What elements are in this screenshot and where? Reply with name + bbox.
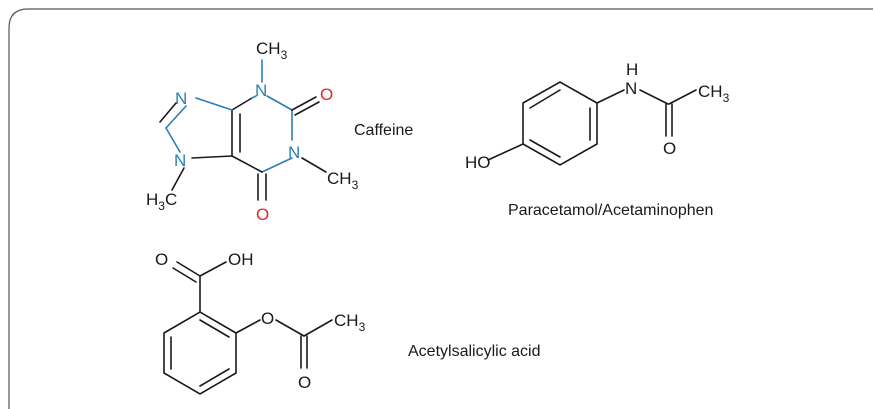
caffeine-n7: N <box>174 151 186 170</box>
aspirin-label: Acetylsalicylic acid <box>408 343 540 360</box>
caffeine-n9: N <box>175 89 187 108</box>
caffeine-n1: N <box>288 143 300 162</box>
paracetamol-structure: HO H N O CH3 Paracetamol/Acetaminophen <box>465 60 730 219</box>
paracetamol-o: O <box>663 139 676 158</box>
caffeine-ch3-right: CH3 <box>327 169 359 192</box>
caffeine-ch3-top: CH3 <box>256 39 288 62</box>
paracetamol-label: Paracetamol/Acetaminophen <box>508 202 713 219</box>
paracetamol-n: N <box>625 79 637 98</box>
aspirin-o-ester: O <box>261 309 274 328</box>
aspirin-o-carbonyl: O <box>298 373 311 392</box>
aspirin-oh: OH <box>228 250 254 269</box>
caffeine-o6: O <box>256 205 269 224</box>
paracetamol-ch3: CH3 <box>698 82 730 105</box>
caffeine-structure: N N N N O O CH3 CH3 H3C Caffeine <box>146 39 413 224</box>
caffeine-h3c-left: H3C <box>146 190 177 213</box>
caffeine-label: Caffeine <box>354 122 413 139</box>
caffeine-n3: N <box>255 81 267 100</box>
aspirin-ch3: CH3 <box>334 311 366 334</box>
aspirin-o-acid: O <box>155 250 168 269</box>
figure-frame <box>8 8 873 409</box>
paracetamol-ho: HO <box>465 153 491 172</box>
caffeine-o2: O <box>320 85 333 104</box>
paracetamol-h: H <box>626 60 638 79</box>
aspirin-structure: O OH O O CH3 Acetylsalicylic acid <box>155 250 540 395</box>
